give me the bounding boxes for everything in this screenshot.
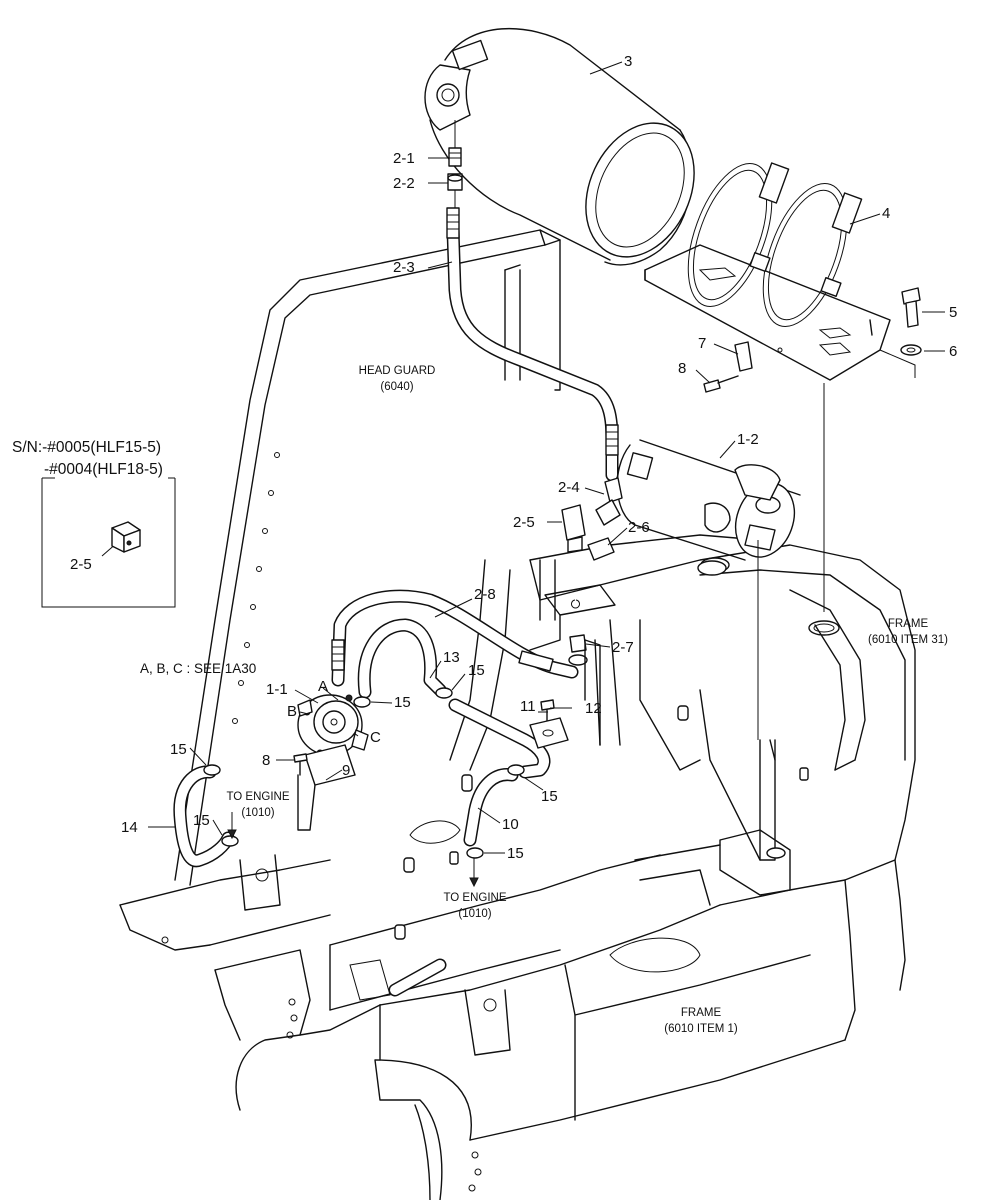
callout-15-e: 15 [541, 788, 558, 805]
callout-14: 14 [121, 819, 138, 836]
callout-15-d: 15 [193, 812, 210, 829]
callout-11: 11 [520, 698, 536, 715]
fitting-item-2-7 [568, 634, 588, 666]
note-engine-left-1: TO ENGINE [226, 791, 289, 803]
bolt-item-8-b [293, 753, 308, 776]
lpg-tank [424, 27, 695, 266]
hose-item-13 [357, 618, 447, 699]
note-frame-top-1: FRAME [888, 618, 929, 630]
callout-2-6: 2-6 [628, 519, 650, 536]
note-frame-bottom-2: (6010 ITEM 1) [664, 1023, 738, 1035]
fitting-item-2-1 [448, 147, 462, 167]
clamp-item-15 [203, 687, 525, 847]
callout-1-1: 1-1 [266, 681, 288, 698]
callout-7: 7 [698, 335, 706, 352]
solenoid-inset-icon [111, 521, 141, 553]
callout-2-3: 2-3 [393, 259, 415, 276]
callout-6: 6 [949, 343, 957, 360]
callout-2-2: 2-2 [393, 175, 415, 192]
note-head-guard-2: (6040) [380, 381, 413, 393]
bracket-under-solenoid [529, 584, 616, 651]
note-frame-bottom-1: FRAME [681, 1007, 722, 1019]
callout-4: 4 [882, 205, 890, 222]
bracket-item-12 [529, 717, 569, 749]
to-engine-arrow-left [227, 812, 237, 840]
callout-15-f: 15 [507, 845, 524, 862]
note-frame-top-2: (6010 ITEM 31) [868, 634, 948, 646]
serial-inset: S/N:-#0005(HLF15-5) -#0004(HLF18-5) 2-5 [12, 439, 176, 608]
vaporizer-item-1-2 [616, 439, 801, 576]
callout-1-2: 1-2 [737, 431, 759, 448]
fitting-item-2-2 [447, 173, 463, 191]
hose-item-long [448, 698, 551, 779]
note-engine-center-2: (1010) [458, 908, 491, 920]
frame-fittings [394, 705, 809, 940]
callout-2-8: 2-8 [474, 586, 496, 603]
callout-12: 12 [585, 700, 602, 717]
notes: HEAD GUARD (6040) FRAME (6010 ITEM 31) F… [140, 365, 948, 1035]
hose-item-2-3 [446, 207, 619, 482]
leader-lines [101, 61, 945, 854]
callout-2-5: 2-5 [513, 514, 535, 531]
head-guard [174, 229, 561, 886]
adapter-item-2-6 [587, 537, 615, 561]
callout-15-c: 15 [170, 741, 187, 758]
callout-3: 3 [624, 53, 632, 70]
callout-2-4: 2-4 [558, 479, 580, 496]
callout-15-a: 15 [394, 694, 411, 711]
callout-2-1: 2-1 [393, 150, 415, 167]
washer-item-6 [900, 344, 922, 356]
hose-item-14 [173, 765, 235, 868]
hose-item-10 [463, 768, 519, 859]
tank-bracket [644, 162, 891, 381]
frame-body [119, 534, 916, 1200]
screw-item-8 [703, 375, 739, 393]
elbow-item-2-4 [595, 477, 623, 526]
callout-port-b: B [287, 703, 297, 720]
callout-port-c: C [370, 729, 381, 746]
to-engine-arrow-center [469, 858, 479, 888]
callout-2-7: 2-7 [612, 639, 634, 656]
callout-8-bottom: 8 [262, 752, 270, 769]
bolt-item-5 [901, 287, 921, 328]
callout-8-top: 8 [678, 360, 686, 377]
note-engine-center-1: TO ENGINE [443, 892, 506, 904]
callout-10: 10 [502, 816, 519, 833]
callout-port-a: A [318, 678, 328, 695]
solenoid-item-2-5 [561, 504, 586, 553]
callout-15-b: 15 [468, 662, 485, 679]
callout-9: 9 [342, 762, 350, 779]
serial-line-1: S/N:-#0005(HLF15-5) [12, 439, 161, 456]
serial-line-2: -#0004(HLF18-5) [44, 461, 163, 478]
hose-item-2-8 [331, 589, 579, 687]
clip-item-7 [734, 341, 753, 372]
bracket-item-9 [297, 744, 356, 831]
note-head-guard-1: HEAD GUARD [359, 365, 436, 377]
bracket-item-2-7-mount [584, 639, 601, 746]
note-engine-left-2: (1010) [241, 807, 274, 819]
callout-13: 13 [443, 649, 460, 666]
callout-5: 5 [949, 304, 957, 321]
rear-guard-post [789, 589, 866, 771]
note-see-ref: A, B, C : SEE 1A30 [140, 661, 256, 676]
callout-2-5-inset: 2-5 [70, 556, 92, 573]
callouts: 3 4 5 6 7 8 2-1 2-2 2-3 2-4 2-5 2-6 2-7 … [121, 53, 957, 862]
bolt-item-11 [540, 699, 555, 723]
